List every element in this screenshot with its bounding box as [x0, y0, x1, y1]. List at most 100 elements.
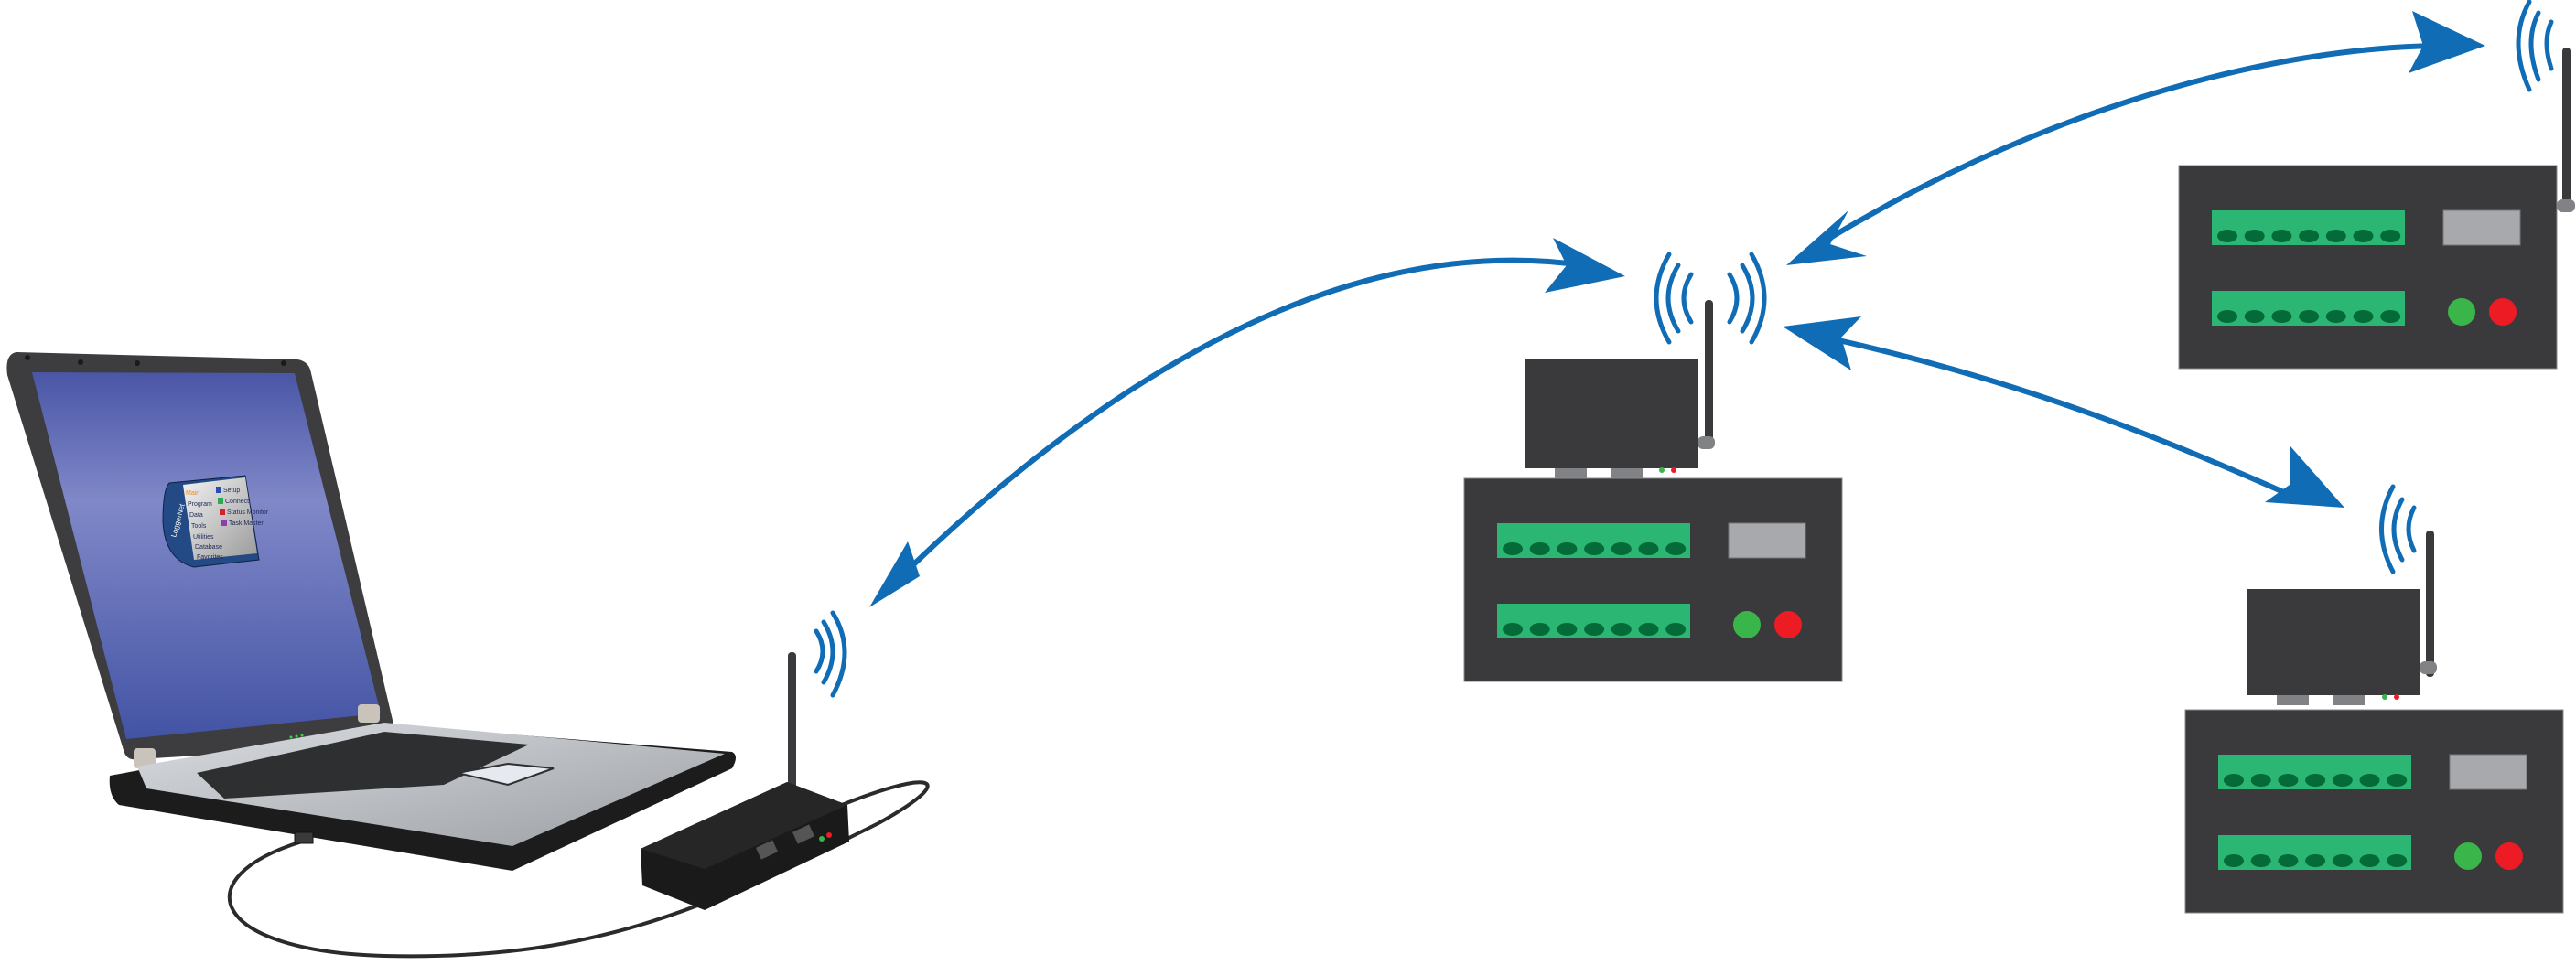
datalogger-display — [1728, 522, 1806, 559]
radio-led-green — [1659, 467, 1665, 473]
datalogger-display — [2442, 209, 2521, 246]
link-router-to-remote-2 — [1829, 336, 2290, 497]
terminal-screw — [2380, 230, 2401, 242]
hinge-left — [134, 748, 156, 768]
remote-2-antenna — [2426, 531, 2434, 677]
base-radio-led-green — [819, 836, 825, 842]
status-led-red — [1774, 611, 1802, 638]
terminal-screw — [2250, 774, 2271, 787]
terminal-screw — [2278, 774, 2299, 787]
terminal-screw — [1557, 542, 1578, 555]
router-antenna-base — [1698, 436, 1715, 449]
router-radio-box — [1525, 359, 1698, 468]
terminal-screw — [2278, 854, 2299, 867]
arrowheads — [869, 11, 2485, 607]
signal-waves-base — [814, 610, 847, 698]
status-led-red — [2495, 842, 2523, 870]
terminal-screw — [2332, 774, 2353, 787]
terminal-screw — [2271, 310, 2292, 323]
menu-item-favorites[interactable]: Favorites — [197, 554, 223, 561]
datalogger-body — [2184, 709, 2564, 914]
terminal-screw — [2353, 230, 2374, 242]
status-led-green — [1733, 611, 1761, 638]
terminal-screw — [1638, 542, 1659, 555]
terminal-screw — [2271, 230, 2292, 242]
terminal-screw — [2359, 854, 2380, 867]
terminal-screw — [2217, 310, 2237, 323]
terminal-screw — [2325, 230, 2346, 242]
status-monitor-icon — [220, 509, 225, 515]
arrowhead-remote-1 — [2409, 11, 2485, 73]
button-setup[interactable]: Setup — [223, 488, 240, 494]
datalogger-panel — [1463, 477, 1843, 682]
radio-connector — [1611, 468, 1643, 478]
arrowhead-remote-2 — [2265, 446, 2344, 508]
software-window-panel — [183, 477, 257, 560]
menu-item-utilities[interactable]: Utilities — [193, 534, 214, 541]
terminal-screw — [2250, 854, 2271, 867]
terminal-screw — [1665, 542, 1687, 555]
radio-led-red — [2394, 694, 2399, 700]
terminal-screw — [2224, 774, 2244, 787]
software-window[interactable]: LoggerNet Main Program Data Tools Utilit… — [162, 475, 269, 568]
datalogger-body — [1463, 477, 1843, 682]
arrowhead-router-left — [1545, 238, 1625, 293]
link-base-to-router — [899, 257, 1584, 579]
menu-item-main[interactable]: Main — [186, 490, 199, 497]
terminal-screw — [1584, 542, 1605, 555]
signal-waves-router — [1654, 252, 1767, 345]
datalogger-panel — [2184, 709, 2564, 914]
terminal-screw — [2244, 310, 2265, 323]
menu-item-tools[interactable]: Tools — [191, 523, 207, 530]
terminal-screw — [2380, 310, 2401, 323]
button-status-monitor[interactable]: Status Monitor — [227, 509, 269, 516]
base-radio-top — [641, 782, 847, 869]
usb-cable — [228, 780, 930, 959]
menu-item-data[interactable]: Data — [189, 512, 203, 519]
terminal-screw — [1611, 542, 1632, 555]
menu-item-database[interactable]: Database — [195, 544, 222, 551]
terminal-screw — [1665, 623, 1687, 636]
status-led-green — [2454, 842, 2482, 870]
menu-item-program[interactable]: Program — [188, 501, 212, 508]
terminal-screw — [2305, 854, 2326, 867]
bezel-screw — [78, 359, 83, 365]
radio-connector — [1555, 468, 1587, 478]
terminal-screw — [2387, 854, 2408, 867]
bezel-screw — [25, 355, 30, 360]
terminal-screw — [1611, 623, 1632, 636]
terminal-screw — [2299, 230, 2320, 242]
terminal-screw — [1529, 623, 1550, 636]
terminal-screw — [1529, 542, 1550, 555]
arrowhead-router-lowright — [1783, 316, 1861, 370]
remote-logger-2 — [2184, 484, 2564, 914]
signal-waves-remote-2 — [2379, 484, 2417, 574]
base-radio-antenna — [788, 652, 796, 789]
router-logger — [1463, 252, 1843, 682]
datalogger-display — [2449, 754, 2527, 790]
terminal-screw — [1638, 623, 1659, 636]
remote-2-antenna-base — [2420, 661, 2437, 674]
setup-icon — [216, 487, 221, 493]
task-master-icon — [221, 520, 227, 526]
terminal-screw — [2305, 774, 2326, 787]
terminal-screw — [2224, 854, 2244, 867]
router-antenna — [1705, 300, 1713, 446]
radio-connector — [2277, 695, 2309, 705]
terminal-screw — [1557, 623, 1578, 636]
touchpad[interactable] — [457, 762, 555, 787]
keyboard[interactable] — [197, 732, 529, 799]
terminal-screw — [2359, 774, 2380, 787]
arrowhead-base — [869, 541, 920, 607]
status-led-red — [2489, 298, 2517, 326]
serial-port[interactable] — [755, 840, 779, 860]
button-connect[interactable]: Connect — [225, 499, 249, 505]
bezel-screw — [135, 360, 140, 366]
radio-led-red — [1671, 467, 1676, 473]
terminal-screw — [1503, 542, 1523, 555]
datalogger-body — [2178, 165, 2558, 370]
button-task-master[interactable]: Task Master — [229, 520, 264, 527]
serial-port[interactable] — [792, 824, 815, 844]
remote-2-radio-box — [2247, 589, 2420, 695]
